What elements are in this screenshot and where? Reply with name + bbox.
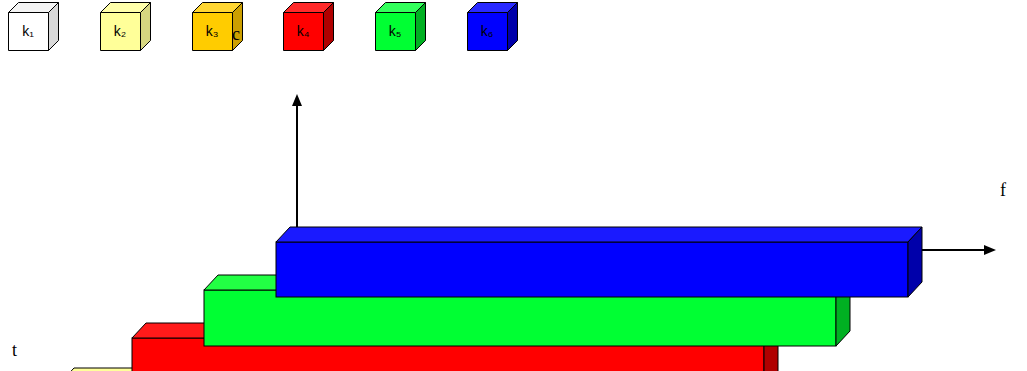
cube-face — [324, 3, 334, 51]
cube-label: k₃ — [192, 2, 232, 50]
color-cube: k₆ — [467, 2, 518, 51]
green-bar-front — [204, 290, 836, 346]
cube-face — [508, 3, 518, 51]
axis-arrowhead — [984, 245, 996, 255]
color-cube: k₅ — [375, 2, 426, 51]
color-cube: k₄ — [283, 2, 334, 51]
color-cube: k₂ — [100, 2, 151, 51]
axis-label: f — [1000, 180, 1006, 201]
cube-label: k₁ — [8, 2, 48, 50]
blue-bar-front — [276, 242, 908, 297]
cube-face — [141, 3, 151, 51]
blue-bar-side — [908, 227, 922, 297]
axis-label: t — [12, 340, 17, 361]
cube-label: k₅ — [375, 2, 415, 50]
axis-arrowhead — [292, 94, 302, 106]
color-cube: k₁ — [8, 2, 59, 51]
cube-face — [416, 3, 426, 51]
cube-label: k₂ — [100, 2, 140, 50]
stray-letter: c — [232, 24, 240, 45]
cube-face — [233, 3, 243, 51]
cube-face — [49, 3, 59, 51]
blue-bar-top — [276, 227, 922, 242]
cube-label: k₄ — [283, 2, 323, 50]
frequency-axis — [922, 249, 984, 251]
vertical-axis — [296, 104, 298, 227]
cube-label: k₆ — [467, 2, 507, 50]
